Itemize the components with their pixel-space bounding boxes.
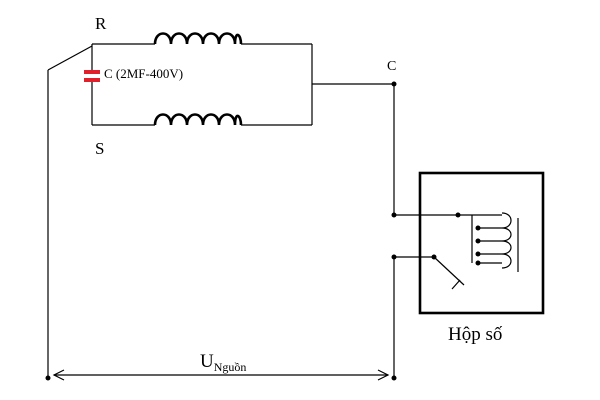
- supply-voltage-label: UNguồn: [200, 351, 246, 374]
- gearbox-label: Hộp số: [448, 324, 503, 345]
- power-lead-right: [391, 257, 397, 381]
- capacitor-plate-bottom: [84, 78, 100, 82]
- winding-r-branch: [92, 32, 312, 45]
- relay-coil: [501, 212, 512, 269]
- terminal-s-label: S: [95, 139, 104, 158]
- terminal-r-label: R: [95, 14, 107, 33]
- capacitor-plate-top: [84, 70, 100, 74]
- capacitor-label: C (2MF-400V): [104, 66, 183, 81]
- upper-winding-coil: [153, 32, 243, 45]
- power-lead-left: [47, 45, 93, 378]
- capacitor: C (2MF-400V): [84, 44, 183, 125]
- common-junction: [311, 44, 397, 218]
- gearbox: [391, 171, 545, 315]
- terminal-c-label: C: [387, 59, 396, 74]
- gearbox-outline: [418, 171, 545, 315]
- supply-voltage-arrow: UNguồn: [52, 351, 390, 381]
- winding-s-branch: [92, 113, 312, 126]
- lower-winding-coil: [153, 113, 243, 126]
